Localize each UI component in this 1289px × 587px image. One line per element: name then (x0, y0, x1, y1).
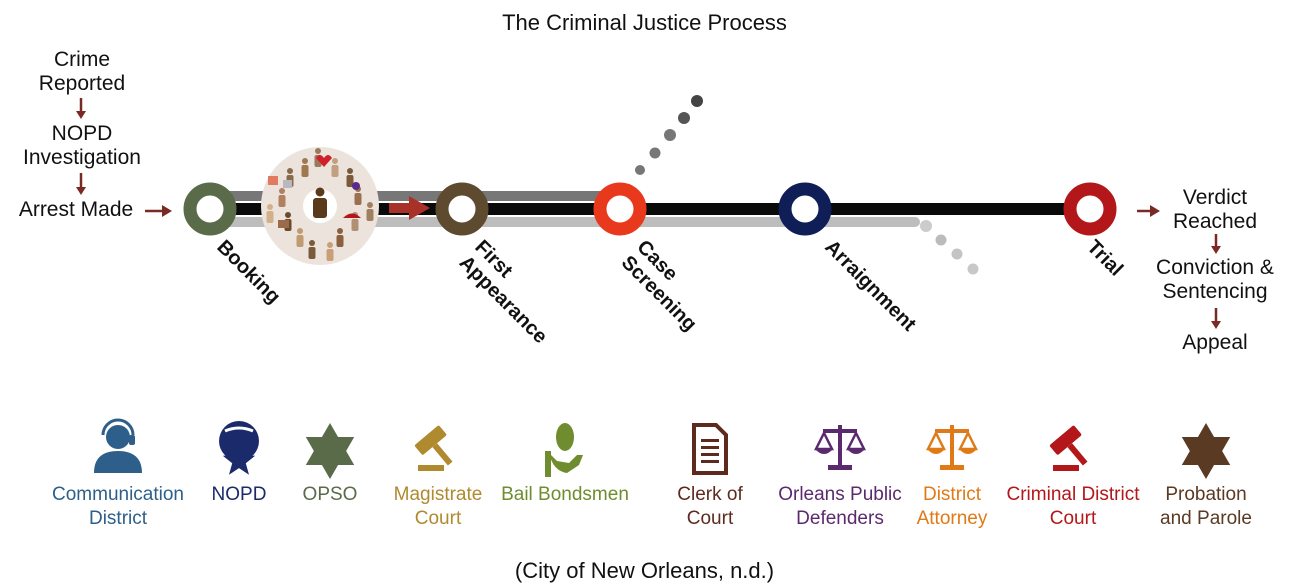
arrow-trial-to-verdict (1137, 205, 1160, 217)
arrow-to-first-appearance (389, 196, 430, 220)
branch-dots (635, 95, 979, 275)
crowd-person-icon (366, 202, 374, 221)
arrow-crime-to-investigation (76, 98, 86, 119)
arrow-investigation-to-arrest (76, 173, 86, 195)
branch-dot-upper (635, 165, 645, 175)
arrow-verdict-to-conviction (1211, 234, 1221, 254)
sheriff-star-icon (1181, 423, 1231, 479)
agency-name-5: Clerk of Court (677, 484, 743, 529)
house-icon (283, 180, 292, 188)
branch-dot-lower (951, 248, 963, 260)
crowd-illustration-icon (261, 147, 379, 265)
money-hand-icon (545, 423, 583, 477)
agency-name-2: OPSO (302, 484, 358, 505)
pre-step-nopd-investigation: NOPD Investigation (23, 122, 141, 169)
briefcase-icon (278, 220, 289, 228)
crowd-person-icon (296, 228, 304, 247)
crowd-person-icon (308, 240, 316, 259)
post-step-conviction-sentencing: Conviction & Sentencing (1156, 256, 1274, 303)
crowd-person-icon (301, 158, 309, 177)
scales-icon (925, 425, 979, 470)
agency-name-8: Criminal District Court (1006, 484, 1140, 529)
stage-markers (183, 182, 1117, 236)
citation: (City of New Orleans, n.d.) (514, 558, 775, 583)
crowd-person-icon (331, 158, 339, 177)
branch-dot-lower (967, 263, 979, 275)
post-step-verdict-reached: Verdict Reached (1172, 186, 1258, 233)
stage-marker-booking (183, 182, 237, 236)
crowd-person-icon (266, 204, 274, 223)
branch-dot-lower (935, 234, 947, 246)
agency-name-4: Bail Bondsmen (501, 484, 629, 505)
crowd-person-icon (326, 242, 334, 261)
document-icon (692, 423, 728, 475)
crowd-person-icon (346, 168, 354, 187)
headset-person-icon (94, 418, 142, 473)
agency-name-3: Magistrate Court (393, 484, 483, 529)
arrow-arrest-to-booking (145, 205, 172, 217)
house-icon (268, 176, 278, 185)
arrow-conviction-to-appeal (1211, 308, 1221, 329)
agency-icons (94, 418, 1231, 479)
branch-dot-upper (691, 95, 703, 107)
branch-dot-upper (649, 147, 661, 159)
crowd-center-person-icon (313, 187, 327, 218)
police-badge-icon (219, 421, 259, 475)
stage-marker-first-appearance (435, 182, 489, 236)
heart-icon (316, 155, 332, 167)
gavel-icon (414, 425, 453, 471)
umbrella-icon (343, 213, 361, 218)
branch-dot-lower (920, 220, 932, 232)
pre-step-crime-reported: Crime Reported (38, 48, 126, 95)
agency-name-9: Probation and Parole (1160, 484, 1252, 529)
branch-dot-upper (678, 112, 690, 124)
scales-icon (813, 425, 867, 470)
agency-name-7: District Attorney (916, 484, 988, 529)
agency-name-1: NOPD (211, 484, 267, 505)
gavel-icon (1049, 425, 1088, 471)
branch-dot-upper (664, 129, 676, 141)
thumbs-up-icon (352, 182, 360, 190)
crowd-person-icon (278, 188, 286, 207)
sheriff-star-icon (305, 423, 355, 479)
pre-step-arrest-made: Arrest Made (18, 198, 134, 221)
agency-name-6: Orleans Public Defenders (778, 484, 902, 529)
stage-marker-case-screening (593, 182, 647, 236)
flow-arrows (76, 98, 1221, 329)
agency-name-0: Communication District (52, 484, 184, 529)
stage-marker-trial (1063, 182, 1117, 236)
diagram-title: The Criminal Justice Process (502, 10, 787, 35)
post-step-appeal: Appeal (1182, 331, 1248, 354)
stage-marker-arraignment (778, 182, 832, 236)
crowd-person-icon (336, 228, 344, 247)
